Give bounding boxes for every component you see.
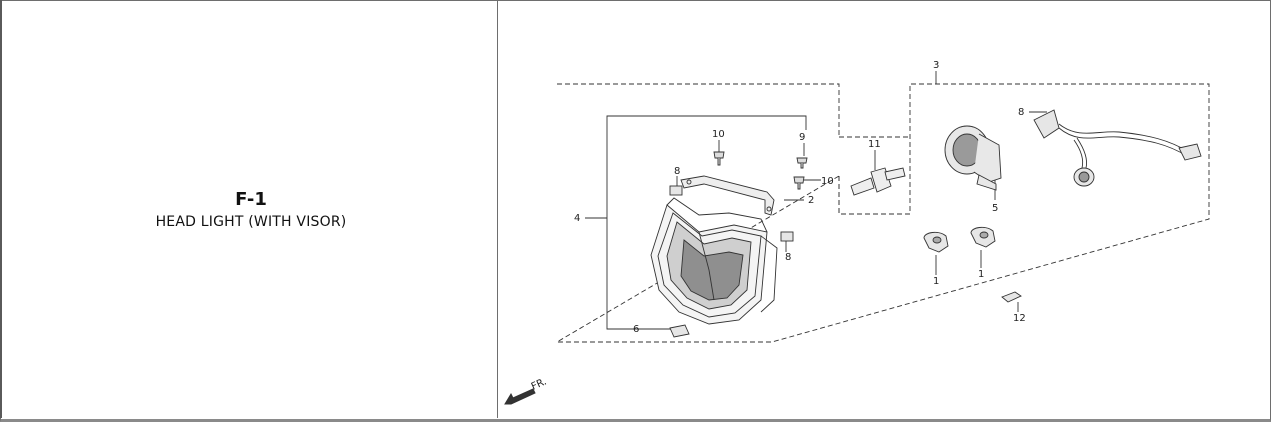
direction-label: FR. [530, 376, 549, 392]
leader-4 [606, 115, 807, 218]
grommet-drawings [923, 226, 996, 253]
bulb-inset-box [838, 136, 910, 214]
callout-8b: 8 [785, 252, 791, 263]
callout-11: 11 [868, 139, 881, 150]
socket-cover-drawing [944, 125, 1002, 191]
bracket-drawing [680, 175, 775, 216]
callout-1b: 1 [978, 269, 984, 280]
front-direction-arrow: FR. [504, 376, 549, 405]
screw-drawings [713, 151, 808, 190]
headlight-assembly-drawing [650, 197, 778, 325]
callout-3: 3 [933, 60, 939, 71]
exploded-parts-diagram: FR. 3 4 10 9 8 10 2 8 6 11 5 8 1 1 12 [504, 60, 1210, 405]
section-title: HEAD LIGHT (WITH VISOR) [155, 214, 347, 230]
callout-12: 12 [1013, 313, 1026, 324]
clip-drawings [669, 185, 794, 338]
wire-harness-drawing [1033, 109, 1202, 187]
callout-1a: 1 [933, 276, 939, 287]
callout-10b: 10 [821, 176, 834, 187]
parts-diagram-panel: FR. 3 4 10 9 8 10 2 8 6 11 5 8 1 1 12 [499, 0, 1271, 418]
assembly-boundary-left [555, 83, 1210, 343]
bulb-drawing [850, 167, 906, 196]
callout-5: 5 [992, 203, 998, 214]
callout-2: 2 [808, 195, 814, 206]
callout-6: 6 [633, 324, 639, 335]
callout-8c: 8 [1018, 107, 1024, 118]
section-code: F-1 [235, 189, 267, 210]
section-info-panel: F-1 HEAD LIGHT (WITH VISOR) [0, 0, 498, 418]
callout-10a: 10 [712, 129, 725, 140]
callout-9: 9 [799, 132, 805, 143]
callout-4: 4 [574, 213, 580, 224]
callout-8a: 8 [674, 166, 680, 177]
position-lamp-drawing [1001, 291, 1022, 303]
